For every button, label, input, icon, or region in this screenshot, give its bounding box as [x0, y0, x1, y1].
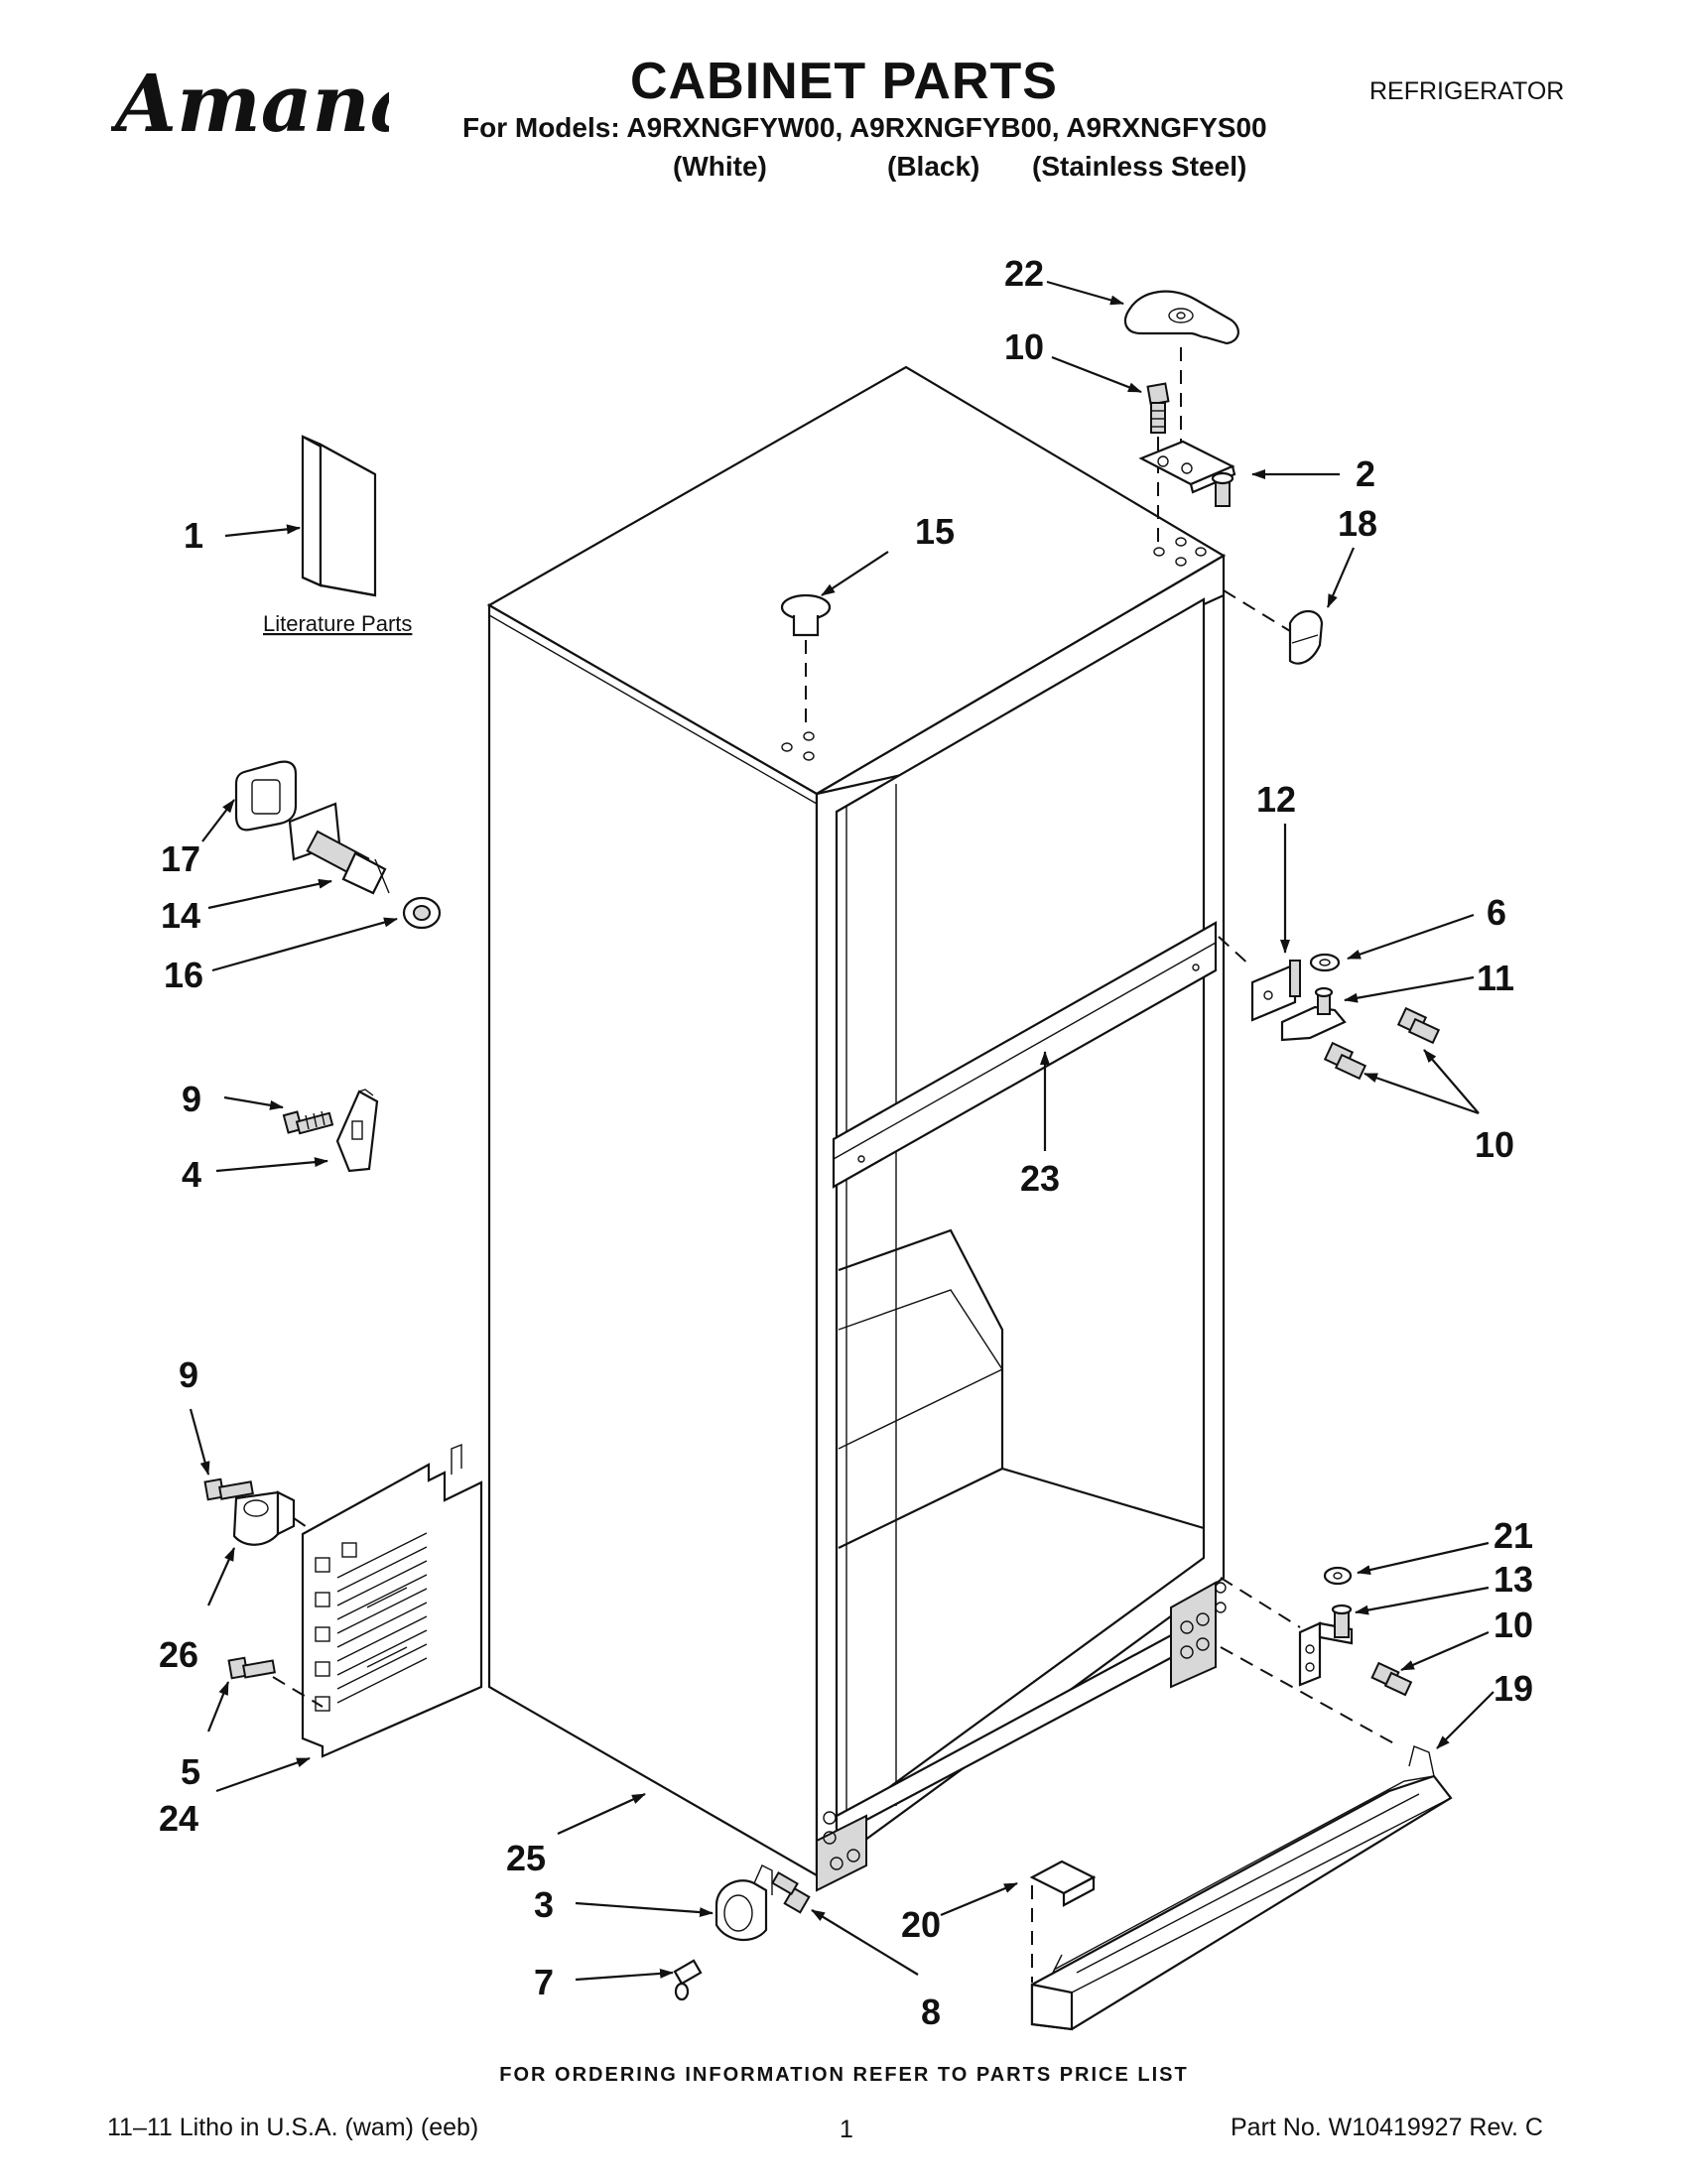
callout-12: 12	[1256, 779, 1296, 820]
part-16-bushing	[402, 896, 442, 930]
brand-wordmark: Amana	[111, 58, 389, 147]
leader-arrows	[189, 280, 1494, 1982]
variant-white: (White)	[673, 151, 767, 182]
appliance-type: REFRIGERATOR	[1369, 77, 1565, 105]
callout-10-lower: 10	[1493, 1605, 1533, 1645]
part-10-screw-top	[1146, 382, 1170, 546]
variant-stainless: (Stainless Steel)	[1032, 151, 1247, 182]
part-7-pin	[673, 1959, 703, 2001]
interior-liner	[838, 1228, 1205, 1549]
callout-1: 1	[184, 515, 203, 556]
callout-26: 26	[159, 1634, 198, 1675]
part-8-screw	[771, 1870, 811, 1914]
part-24-access-panel	[301, 1443, 483, 1758]
part-19-toe-grille	[1030, 1646, 1453, 2031]
callout-3: 3	[534, 1884, 554, 1925]
part-4-bracket	[335, 1089, 379, 1173]
part-5-screw	[227, 1656, 324, 1708]
literature-parts-label: Literature Parts	[263, 611, 412, 636]
callout-11: 11	[1477, 958, 1514, 998]
part-22-hinge-cover	[1123, 290, 1239, 442]
callout-2: 2	[1356, 453, 1375, 494]
callout-19: 19	[1493, 1668, 1533, 1709]
models-line: For Models: A9RXNGFYW00, A9RXNGFYB00, A9…	[462, 112, 1267, 143]
callout-17: 17	[161, 838, 200, 879]
amana-logo: Amana	[111, 58, 389, 147]
part-15-plug	[780, 593, 832, 729]
callout-24: 24	[159, 1798, 198, 1839]
ordering-note: FOR ORDERING INFORMATION REFER TO PARTS …	[499, 2064, 1189, 2086]
callout-4: 4	[182, 1154, 201, 1195]
callout-9-lower: 9	[179, 1354, 198, 1395]
part-20-clip	[1029, 1860, 1097, 1983]
part-6-washer	[1309, 953, 1341, 972]
part-9-screw-upper	[282, 1110, 334, 1135]
bottom-rail	[816, 1581, 1227, 1892]
callout-15: 15	[915, 511, 955, 552]
part-11-center-hinge	[1280, 986, 1347, 1042]
part-1-literature	[301, 435, 377, 597]
part-14-pin-assembly	[288, 802, 390, 895]
page-number: 1	[840, 2116, 853, 2143]
part-9-screw-lower	[203, 1477, 254, 1501]
page-title: CABINET PARTS	[630, 53, 1058, 110]
part-13-bottom-hinge	[1220, 1577, 1354, 1687]
part-17-gasket	[234, 760, 298, 832]
part-23-divider-rail	[832, 921, 1218, 1189]
variant-black: (Black)	[887, 151, 980, 182]
part-10-screw-lower	[1370, 1661, 1413, 1697]
callout-labels: 22 10 2 18 1 15 17 14 16 9 4 12 6 11 10 …	[159, 253, 1533, 2032]
part-2-top-hinge	[1138, 440, 1236, 507]
litho-info: 11–11 Litho in U.S.A. (wam) (eeb)	[107, 2114, 479, 2141]
callout-18: 18	[1338, 503, 1377, 544]
callout-13: 13	[1493, 1559, 1533, 1600]
part-12-shim	[1218, 936, 1301, 1022]
callout-6: 6	[1487, 892, 1506, 933]
callout-8: 8	[921, 1991, 941, 2032]
part-21-washer	[1323, 1566, 1353, 1586]
callout-14: 14	[161, 895, 200, 936]
callout-9-upper: 9	[182, 1079, 201, 1119]
callout-5: 5	[181, 1751, 200, 1792]
callout-20: 20	[901, 1904, 941, 1945]
callout-21: 21	[1493, 1515, 1533, 1556]
callout-7: 7	[534, 1962, 554, 2002]
callout-10-middle: 10	[1475, 1124, 1514, 1165]
callout-25: 25	[506, 1838, 546, 1878]
callout-22: 22	[1004, 253, 1044, 294]
callout-16: 16	[164, 955, 203, 995]
part-18-hinge-cap	[1223, 589, 1324, 665]
cabinet-shell	[486, 365, 1227, 1878]
part-3-roller-bracket	[714, 1864, 773, 1942]
part-number: Part No. W10419927 Rev. C	[1231, 2114, 1543, 2141]
callout-23: 23	[1020, 1158, 1060, 1199]
part-10-screws-middle	[1323, 1006, 1441, 1081]
callout-10-top: 10	[1004, 326, 1044, 367]
